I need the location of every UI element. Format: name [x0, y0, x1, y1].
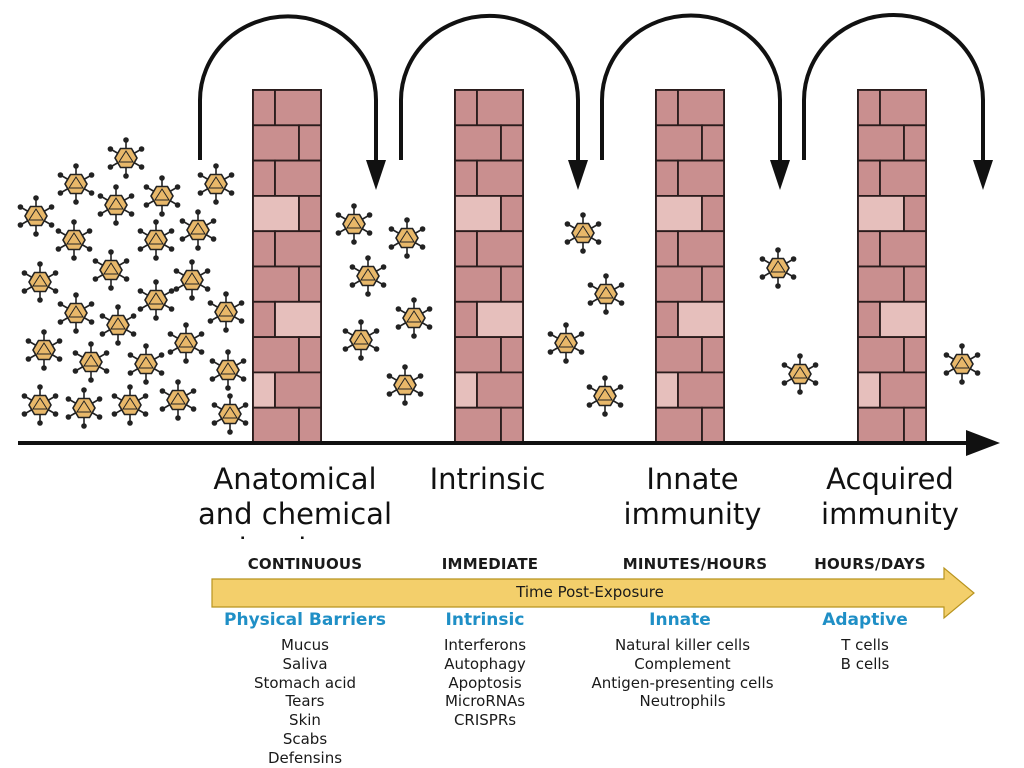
barrier-wall-intrinsic	[454, 89, 524, 444]
virus-particle	[179, 209, 217, 251]
list-item: CRISPRs	[453, 711, 517, 730]
physical-barriers-list: Mucus Saliva Stomach acid Tears Skin Sca…	[215, 636, 395, 768]
list-item: Neutrophils	[639, 692, 726, 711]
virus-particle	[127, 343, 165, 385]
virus-particle	[547, 322, 585, 364]
virus-particle	[97, 184, 135, 226]
category-heading-adaptive: Adaptive	[822, 610, 908, 630]
virus-particle	[21, 384, 59, 426]
time-post-exposure-label: Time Post-Exposure	[516, 583, 664, 601]
list-item: Apoptosis	[448, 673, 522, 692]
stage-label-innate: Innate immunity	[623, 462, 762, 531]
category-heading-innate: Innate	[649, 610, 711, 630]
virus-particle	[57, 292, 95, 334]
innate-list: Natural killer cells Complement Antigen-…	[570, 636, 795, 711]
virus-particle	[137, 279, 175, 321]
list-item: MicroRNAs	[444, 692, 526, 711]
timing-minutes-hours: MINUTES/HOURS	[622, 555, 768, 573]
virus-particle	[57, 163, 95, 205]
list-item: Stomach acid	[253, 673, 357, 692]
barrier-wall-anatomical	[252, 89, 322, 444]
virus-particle	[107, 137, 145, 179]
virus-particle	[943, 343, 981, 385]
virus-particle	[211, 393, 249, 435]
virus-particle	[335, 203, 373, 245]
list-item: Mucus	[280, 636, 330, 654]
time-post-exposure-arrow	[211, 566, 975, 620]
virus-particle	[342, 319, 380, 361]
virus-particle	[137, 219, 175, 261]
list-item: Tears	[285, 692, 325, 711]
virus-particle	[349, 255, 387, 297]
virus-particle	[167, 322, 205, 364]
timing-hours-days: HOURS/DAYS	[814, 555, 926, 573]
intrinsic-list: Interferons Autophagy Apoptosis MicroRNA…	[415, 636, 555, 730]
jump-arrow-1	[198, 14, 386, 190]
virus-particle	[207, 291, 245, 333]
category-heading-intrinsic: Intrinsic	[445, 610, 525, 630]
virus-particle	[564, 212, 602, 254]
stage-label-acquired: Acquired immunity	[821, 462, 959, 531]
virus-particle	[781, 353, 819, 395]
list-item: Scabs	[282, 729, 328, 748]
timing-immediate: IMMEDIATE	[441, 555, 539, 573]
list-item: Defensins	[267, 748, 343, 767]
virus-particle	[55, 219, 93, 261]
virus-particle	[386, 364, 424, 406]
virus-particle	[173, 259, 211, 301]
barrier-wall-acquired	[857, 89, 927, 444]
virus-particle	[159, 379, 197, 421]
virus-particle	[25, 329, 63, 371]
jump-arrow-3	[600, 13, 790, 190]
category-heading-physical-barriers: Physical Barriers	[224, 610, 386, 630]
time-axis	[18, 430, 1000, 456]
virus-particle	[92, 249, 130, 291]
virus-particle	[17, 195, 55, 237]
list-item: B cells	[840, 654, 890, 673]
list-item: Complement	[634, 654, 731, 673]
virus-particle	[209, 349, 247, 391]
stage-label-intrinsic: Intrinsic	[429, 462, 546, 496]
virus-particle	[111, 384, 149, 426]
list-item: Autophagy	[444, 654, 526, 673]
virus-particle	[99, 304, 137, 346]
virus-particle	[587, 273, 625, 315]
virus-particle	[388, 217, 426, 259]
barrier-wall-innate	[655, 89, 725, 444]
jump-arrow-4	[802, 12, 993, 190]
virus-particle	[586, 375, 624, 417]
timing-continuous: CONTINUOUS	[247, 555, 363, 573]
list-item: Antigen-presenting cells	[591, 673, 774, 692]
virus-particle	[143, 175, 181, 217]
virus-particle	[395, 297, 433, 339]
virus-particle	[759, 247, 797, 289]
list-item: Skin	[289, 711, 321, 730]
adaptive-list: T cells B cells	[800, 636, 930, 674]
barrier-diagram	[17, 12, 1000, 456]
jump-arrow-2	[399, 13, 588, 190]
virus-particle	[72, 341, 110, 383]
virus-particle	[197, 163, 235, 205]
list-item: Natural killer cells	[614, 636, 751, 654]
list-item: Saliva	[282, 654, 328, 673]
virus-particle	[21, 261, 59, 303]
stage-label-barriers: Anatomical and chemical barriers	[197, 462, 393, 539]
list-item: Interferons	[443, 636, 527, 654]
virus-particle	[65, 387, 103, 429]
list-item: T cells	[841, 636, 889, 654]
